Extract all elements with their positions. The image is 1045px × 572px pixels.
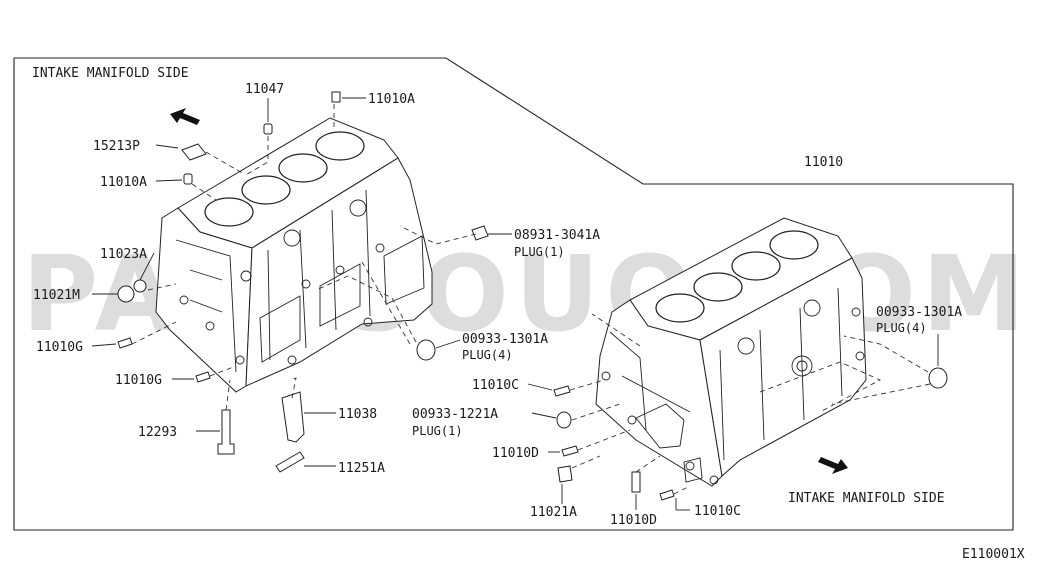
part-label-12293[interactable]: 12293: [138, 425, 177, 440]
plug-11010a-left: [183, 173, 193, 185]
right-engine-block: [595, 217, 867, 487]
heading-intake-side-left: INTAKE MANIFOLD SIDE: [32, 66, 189, 81]
part-label-11010g-a[interactable]: 11010G: [36, 340, 83, 355]
bolt-12293: [217, 409, 235, 455]
part-label-00933-1301a-right-plug: PLUG(4): [876, 321, 927, 335]
sensor-15213p: [181, 143, 207, 161]
cylinder-bore: [204, 197, 254, 227]
heading-intake-side-right: INTAKE MANIFOLD SIDE: [788, 491, 945, 506]
cylinder-bore: [769, 230, 819, 260]
bracket-11038: [281, 391, 305, 443]
diagram-code: E110001X: [962, 547, 1025, 562]
plug-00933-1301a-left: [416, 339, 436, 361]
part-label-11010a-left[interactable]: 11010A: [100, 175, 147, 190]
dowel-11010g-b: [195, 371, 211, 383]
cylinder-bore: [693, 272, 743, 302]
part-label-00933-1301a-right[interactable]: 00933-1301A: [876, 305, 962, 320]
cylinder-bore: [278, 153, 328, 183]
cylinder-bore: [655, 293, 705, 323]
plug-00933-1301a-right: [928, 367, 948, 389]
part-label-11021a[interactable]: 11021A: [530, 505, 577, 520]
seal-11021m: [117, 285, 135, 303]
part-label-08931[interactable]: 08931-3041A: [514, 228, 600, 243]
bolt-11251a: [275, 451, 305, 473]
part-label-11010c-a[interactable]: 11010C: [472, 378, 519, 393]
part-label-11047[interactable]: 11047: [245, 82, 284, 97]
part-label-00933-1221a-plug: PLUG(1): [412, 424, 463, 438]
cylinder-bore: [731, 251, 781, 281]
cylinder-bore: [241, 175, 291, 205]
dowel-11010c-a: [553, 385, 571, 397]
part-label-00933-1221a[interactable]: 00933-1221A: [412, 407, 498, 422]
part-label-00933-1301a-left[interactable]: 00933-1301A: [462, 332, 548, 347]
part-label-11251a[interactable]: 11251A: [338, 461, 385, 476]
diagram-frame: [13, 57, 1014, 531]
part-label-11021m[interactable]: 11021M: [33, 288, 80, 303]
part-label-11010g-b[interactable]: 11010G: [115, 373, 162, 388]
seal-11021a: [557, 465, 573, 483]
part-label-00933-1301a-left-plug: PLUG(4): [462, 348, 513, 362]
part-label-11010c-b[interactable]: 11010C: [694, 504, 741, 519]
part-label-08931-plug: PLUG(1): [514, 245, 565, 259]
assembly-ref[interactable]: 11010: [804, 155, 843, 170]
part-label-15213p[interactable]: 15213P: [93, 139, 140, 154]
cylinder-bore: [315, 131, 365, 161]
part-label-11010d-a[interactable]: 11010D: [492, 446, 539, 461]
washer-11023a: [133, 279, 147, 293]
dowel-11010d-a: [561, 445, 579, 457]
part-label-11023a[interactable]: 11023A: [100, 247, 147, 262]
direction-arrow-icon: [818, 457, 848, 474]
plug-08931: [471, 225, 489, 241]
direction-arrow-icon: [170, 108, 200, 125]
plug-00933-1221a: [556, 411, 572, 429]
dowel-11010d-b: [631, 471, 641, 493]
left-engine-block: [155, 117, 433, 393]
plug-11010a-top: [331, 91, 341, 103]
dowel-11047: [263, 123, 273, 135]
dowel-11010c-b: [659, 489, 675, 501]
part-label-11010a-top[interactable]: 11010A: [368, 92, 415, 107]
part-label-11038[interactable]: 11038: [338, 407, 377, 422]
part-label-11010d-b[interactable]: 11010D: [610, 513, 657, 528]
